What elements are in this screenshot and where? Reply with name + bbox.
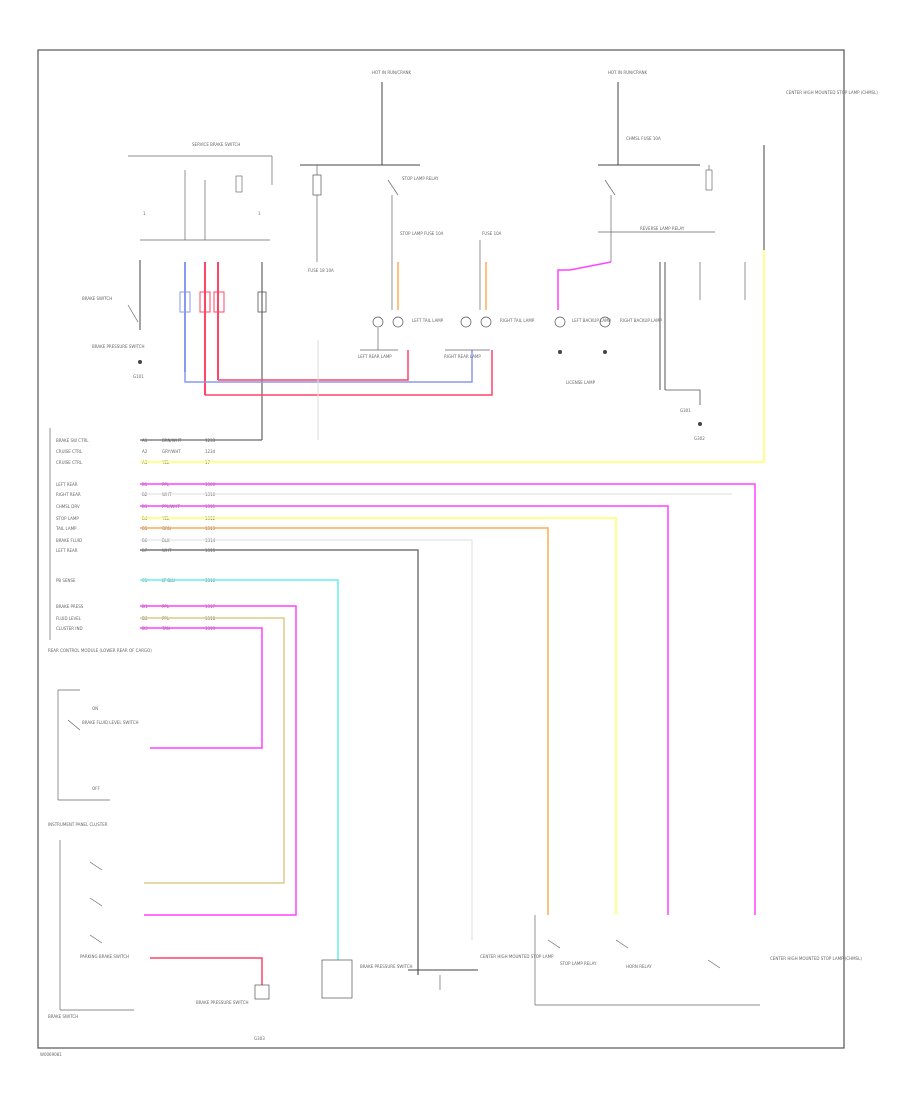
svg-text:REVERSE LAMP RELAY: REVERSE LAMP RELAY [640,226,685,231]
connector-label: BRAKE SW CTRL [56,438,89,443]
wire-orange [140,527,549,915]
svg-text:STOP LAMP FUSE 10A: STOP LAMP FUSE 10A [400,231,444,236]
svg-text:FUSE 18 10A: FUSE 18 10A [308,268,334,273]
connector-label: PB SENSE [56,578,76,583]
svg-text:HORN RELAY: HORN RELAY [626,964,652,969]
service-brake-switch: SERVICE BRAKE SWITCH 1 1 [128,142,273,241]
connector-label: BRAKE FLUID [56,538,82,543]
instrument-panel-cluster: INSTRUMENT PANEL CLUSTER PARKING BRAKE S… [48,822,134,1019]
svg-text:BRAKE SWITCH: BRAKE SWITCH [48,1014,78,1019]
svg-text:BRAKE PRESSURE SWITCH: BRAKE PRESSURE SWITCH [360,964,413,969]
left-switch-ground: BRAKE SWITCH BRAKE PRESSURE SWITCH G101 [82,296,145,379]
fuse-stop-lamp: STOP LAMP RELAY STOP LAMP FUSE 10A [387,176,444,262]
wire-gray [140,549,419,975]
diagram-frame [37,49,845,1049]
svg-text:1: 1 [258,211,261,216]
connector-label: LEFT REAR [56,548,78,553]
svg-text:HOT IN RUN/CRANK: HOT IN RUN/CRANK [608,70,648,75]
svg-text:G301: G301 [680,408,691,413]
wire-yellow-b [140,517,617,915]
switch-wires [139,260,267,440]
connector-label: STOP LAMP [56,516,79,521]
power-source-right: HOT IN RUN/CRANK [598,70,700,166]
bottom-gray-ground: CENTER HIGH MOUNTED STOP LAMP [408,954,554,990]
wire-magenta-c [140,605,297,916]
svg-text:LEFT BACKUP LAMP: LEFT BACKUP LAMP [572,318,612,323]
svg-text:BRAKE PRESSURE SWITCH: BRAKE PRESSURE SWITCH [92,344,145,349]
wire-tan [140,617,285,884]
svg-text:CHMSL FUSE 10A: CHMSL FUSE 10A [626,136,661,141]
connector-label: CHMSL DRV [56,504,80,509]
fuse-chmsl: CHMSL FUSE 10A [604,136,713,262]
svg-text:RIGHT TAIL LAMP: RIGHT TAIL LAMP [500,318,535,323]
svg-text:G302: G302 [694,436,705,441]
connector-wire-color: GRY/WHT [162,449,181,454]
svg-text:STOP LAMP RELAY: STOP LAMP RELAY [402,176,439,181]
svg-text:G303: G303 [254,1036,265,1041]
svg-text:OFF: OFF [92,786,100,791]
connector-label: TAIL LAMP [55,526,77,531]
svg-text:REAR CONTROL MODULE (LOWER REA: REAR CONTROL MODULE (LOWER REAR OF CARGO… [48,648,152,653]
svg-text:CENTER HIGH MOUNTED STOP LAMP: CENTER HIGH MOUNTED STOP LAMP [480,954,554,959]
svg-text:HOT IN RUN/CRANK: HOT IN RUN/CRANK [372,70,412,75]
blue-wire-loop [184,350,473,383]
wire-magenta-d [140,627,263,749]
svg-text:PARKING BRAKE SWITCH: PARKING BRAKE SWITCH [80,954,129,959]
power-source-left: HOT IN RUN/CRANK [300,70,420,166]
bottom-right-relays: STOP LAMP RELAY HORN RELAY CENTER HIGH M… [534,915,862,1006]
connector-label: FLUID LEVEL [56,616,82,621]
lamp-left-tail: LEFT TAIL LAMP LEFT REAR LAMP [358,262,444,359]
svg-text:BRAKE PRESSURE SWITCH: BRAKE PRESSURE SWITCH [196,1000,249,1005]
svg-text:LEFT REAR LAMP: LEFT REAR LAMP [358,354,392,359]
bottom-cyan-switch: BRAKE PRESSURE SWITCH [321,959,413,999]
wire-red-bottom [150,957,263,985]
svg-text:G101: G101 [133,374,144,379]
red-wire-loop-a [218,350,409,381]
figure-id: W0069081 [40,1052,62,1057]
svg-text:LEFT TAIL LAMP: LEFT TAIL LAMP [412,318,444,323]
connector-label: BRAKE PRESS [56,604,84,609]
wire-cyan [140,579,339,960]
rear-control-module: REAR CONTROL MODULE (LOWER REAR OF CARGO… [48,428,152,653]
fuse-right: FUSE 10A [479,231,502,262]
corner-note: CENTER HIGH MOUNTED STOP LAMP (CHMSL) [786,90,878,95]
svg-text:BRAKE FLUID LEVEL SWITCH: BRAKE FLUID LEVEL SWITCH [82,720,139,725]
connector-label: CLUSTER IND [56,626,83,631]
svg-text:CENTER HIGH MOUNTED STOP LAMP: CENTER HIGH MOUNTED STOP LAMP (CHMSL) [770,956,862,961]
svg-text:RIGHT BACKUP LAMP: RIGHT BACKUP LAMP [620,318,663,323]
svg-text:LICENSE LAMP: LICENSE LAMP [566,380,596,385]
svg-text:FUSE 10A: FUSE 10A [482,231,502,236]
svg-text:SERVICE BRAKE SWITCH: SERVICE BRAKE SWITCH [192,142,240,147]
wire-magenta-a [140,483,756,915]
fuse-left: FUSE 18 10A [308,165,334,273]
right-lamp-group: LEFT BACKUP LAMP RIGHT BACKUP LAMP LICEN… [554,261,746,441]
connector-circuit: 1234 [205,449,216,454]
svg-text:INSTRUMENT PANEL CLUSTER: INSTRUMENT PANEL CLUSTER [48,822,108,827]
red-wire-loop-b [205,350,493,396]
connector-label: CRUISE CTRL [56,449,83,454]
svg-text:BRAKE SWITCH: BRAKE SWITCH [82,296,112,301]
wire-magenta-b [140,505,669,915]
brake-fluid-switch: ON BRAKE FLUID LEVEL SWITCH OFF [57,689,139,801]
svg-text:STOP LAMP RELAY: STOP LAMP RELAY [560,961,597,966]
relay-box: REVERSE LAMP RELAY [598,226,715,233]
svg-text:1: 1 [143,211,146,216]
connector-pin: A2 [142,449,148,454]
svg-text:RIGHT REAR LAMP: RIGHT REAR LAMP [444,354,481,359]
wire-white-b [140,539,473,940]
bottom-ground-left: BRAKE PRESSURE SWITCH G303 [196,984,270,1041]
lamp-right-tail: RIGHT TAIL LAMP RIGHT REAR LAMP [444,262,535,359]
connector-label: CRUISE CTRL [56,460,83,465]
connector-label: RIGHT REAR [56,492,81,497]
connector-label: LEFT REAR [56,482,78,487]
svg-text:ON: ON [92,706,98,711]
